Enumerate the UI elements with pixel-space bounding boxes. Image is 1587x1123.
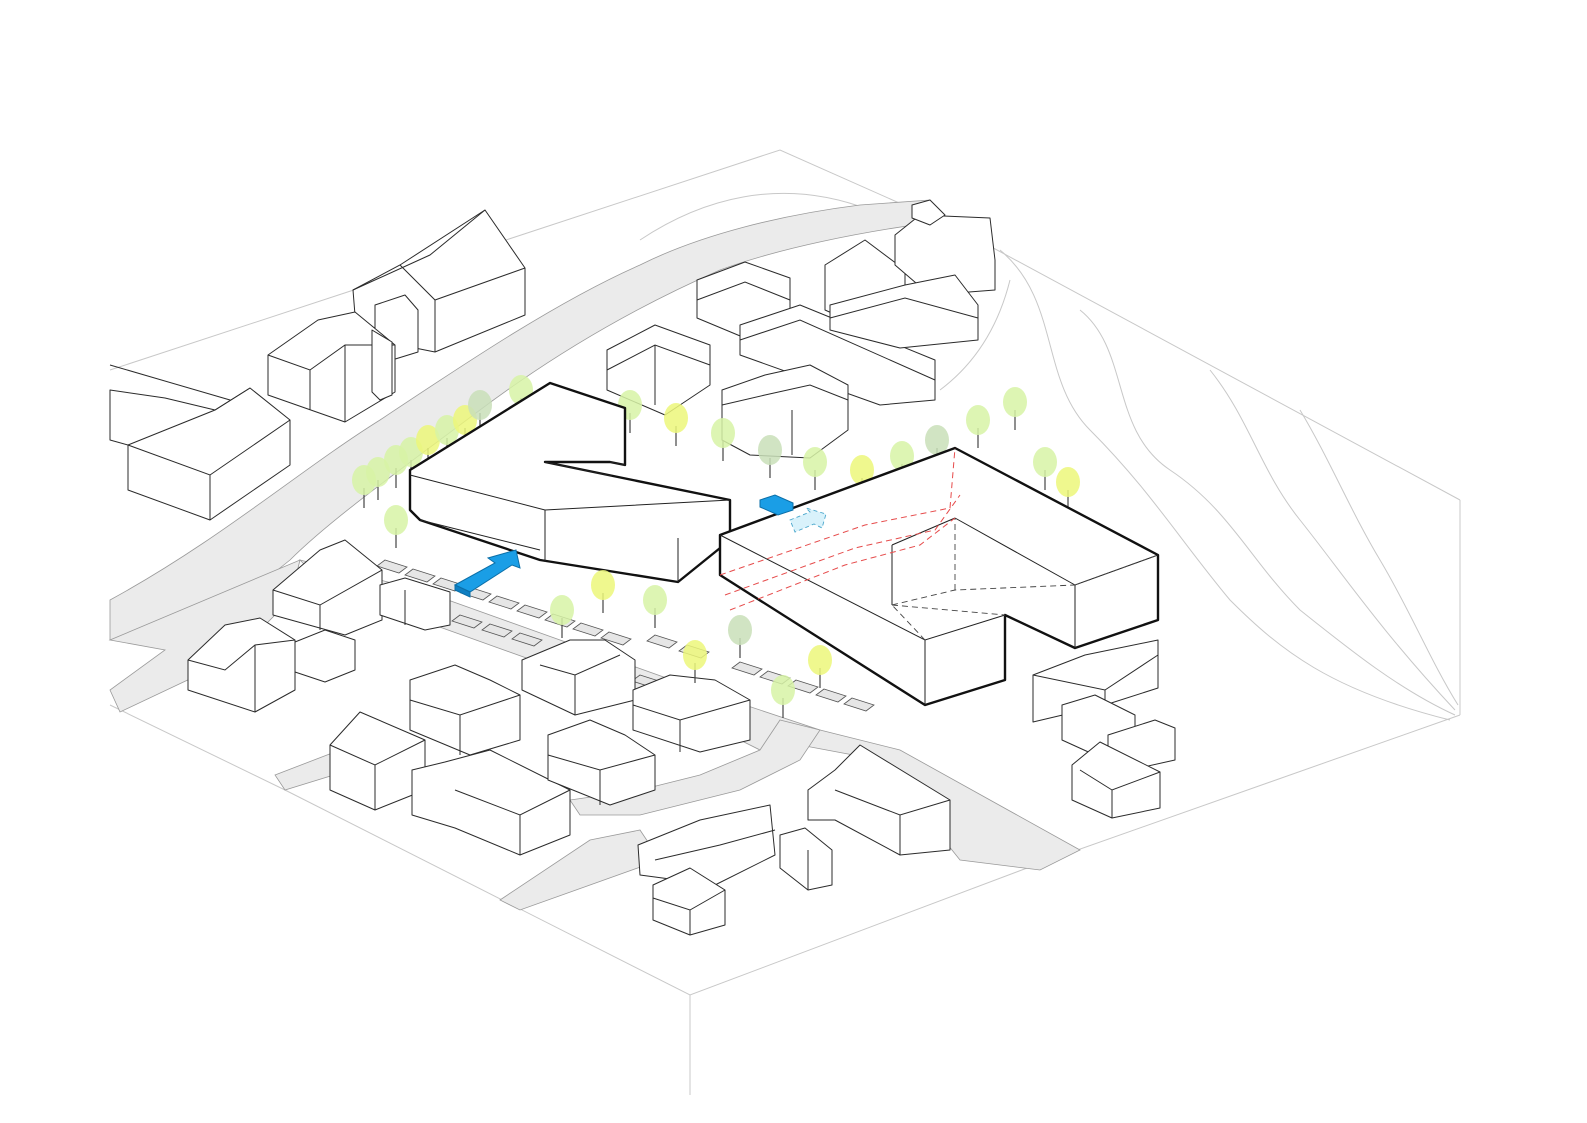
road-south-spur xyxy=(499,829,661,911)
context-building-s-1 xyxy=(409,664,521,756)
tree xyxy=(711,418,735,461)
tree xyxy=(550,595,574,638)
context-building-e-4 xyxy=(1071,741,1161,819)
context-building-se-4 xyxy=(779,827,833,891)
parking-stall xyxy=(376,559,408,574)
secondary-access-arrow-solid xyxy=(759,494,794,516)
parking-stall xyxy=(404,568,436,583)
tree xyxy=(808,645,832,688)
trees-back-row xyxy=(352,375,1080,510)
main-access-arrow xyxy=(453,549,521,598)
access-arrows xyxy=(453,494,827,598)
tree xyxy=(366,457,390,500)
parking-stall xyxy=(731,661,763,676)
context-buildings xyxy=(109,199,1176,936)
tree xyxy=(1003,387,1027,430)
tree xyxy=(771,675,795,718)
context-building-s-5 xyxy=(547,719,656,806)
parking-stall xyxy=(488,595,520,610)
tree xyxy=(966,405,990,448)
tree xyxy=(683,640,707,683)
context-building-sw-2 xyxy=(187,617,356,713)
parking-stall xyxy=(451,614,483,629)
parking-stall xyxy=(572,622,604,637)
parking-stall xyxy=(646,634,678,649)
tree xyxy=(664,403,688,446)
proposed-building-west xyxy=(408,381,732,584)
tree xyxy=(728,615,752,658)
road-south-branch xyxy=(108,559,301,713)
tree xyxy=(591,570,615,613)
context-building-nw-house xyxy=(267,311,396,423)
proposed-building-east xyxy=(718,446,1160,707)
context-building-s-4 xyxy=(521,639,636,716)
secondary-access-arrow-dashed xyxy=(789,507,827,533)
parking-stall xyxy=(516,604,548,619)
tree xyxy=(643,585,667,628)
parking-stall xyxy=(481,623,513,638)
parking-stall xyxy=(600,631,632,646)
context-building-n-2 xyxy=(739,304,936,406)
context-building-s-6 xyxy=(632,674,751,753)
parking-stall xyxy=(511,632,543,647)
site-boundary xyxy=(109,149,1461,1095)
context-building-sw-garage xyxy=(379,577,451,631)
tree xyxy=(1033,447,1057,490)
context-building-w-long xyxy=(109,364,291,521)
tree xyxy=(803,447,827,490)
context-building-se-3 xyxy=(652,867,726,936)
context-building-n-4 xyxy=(721,364,849,459)
parking-stall xyxy=(815,688,847,703)
context-building-ne-cluster xyxy=(824,199,996,349)
context-building-se-2 xyxy=(637,804,776,886)
context-building-e-1 xyxy=(1032,639,1159,723)
parking-stall xyxy=(843,697,875,712)
tree xyxy=(758,435,782,478)
tree xyxy=(384,505,408,548)
trees-front-row xyxy=(384,505,832,718)
context-building-s-3 xyxy=(411,749,571,856)
context-building-se-1 xyxy=(807,744,951,856)
